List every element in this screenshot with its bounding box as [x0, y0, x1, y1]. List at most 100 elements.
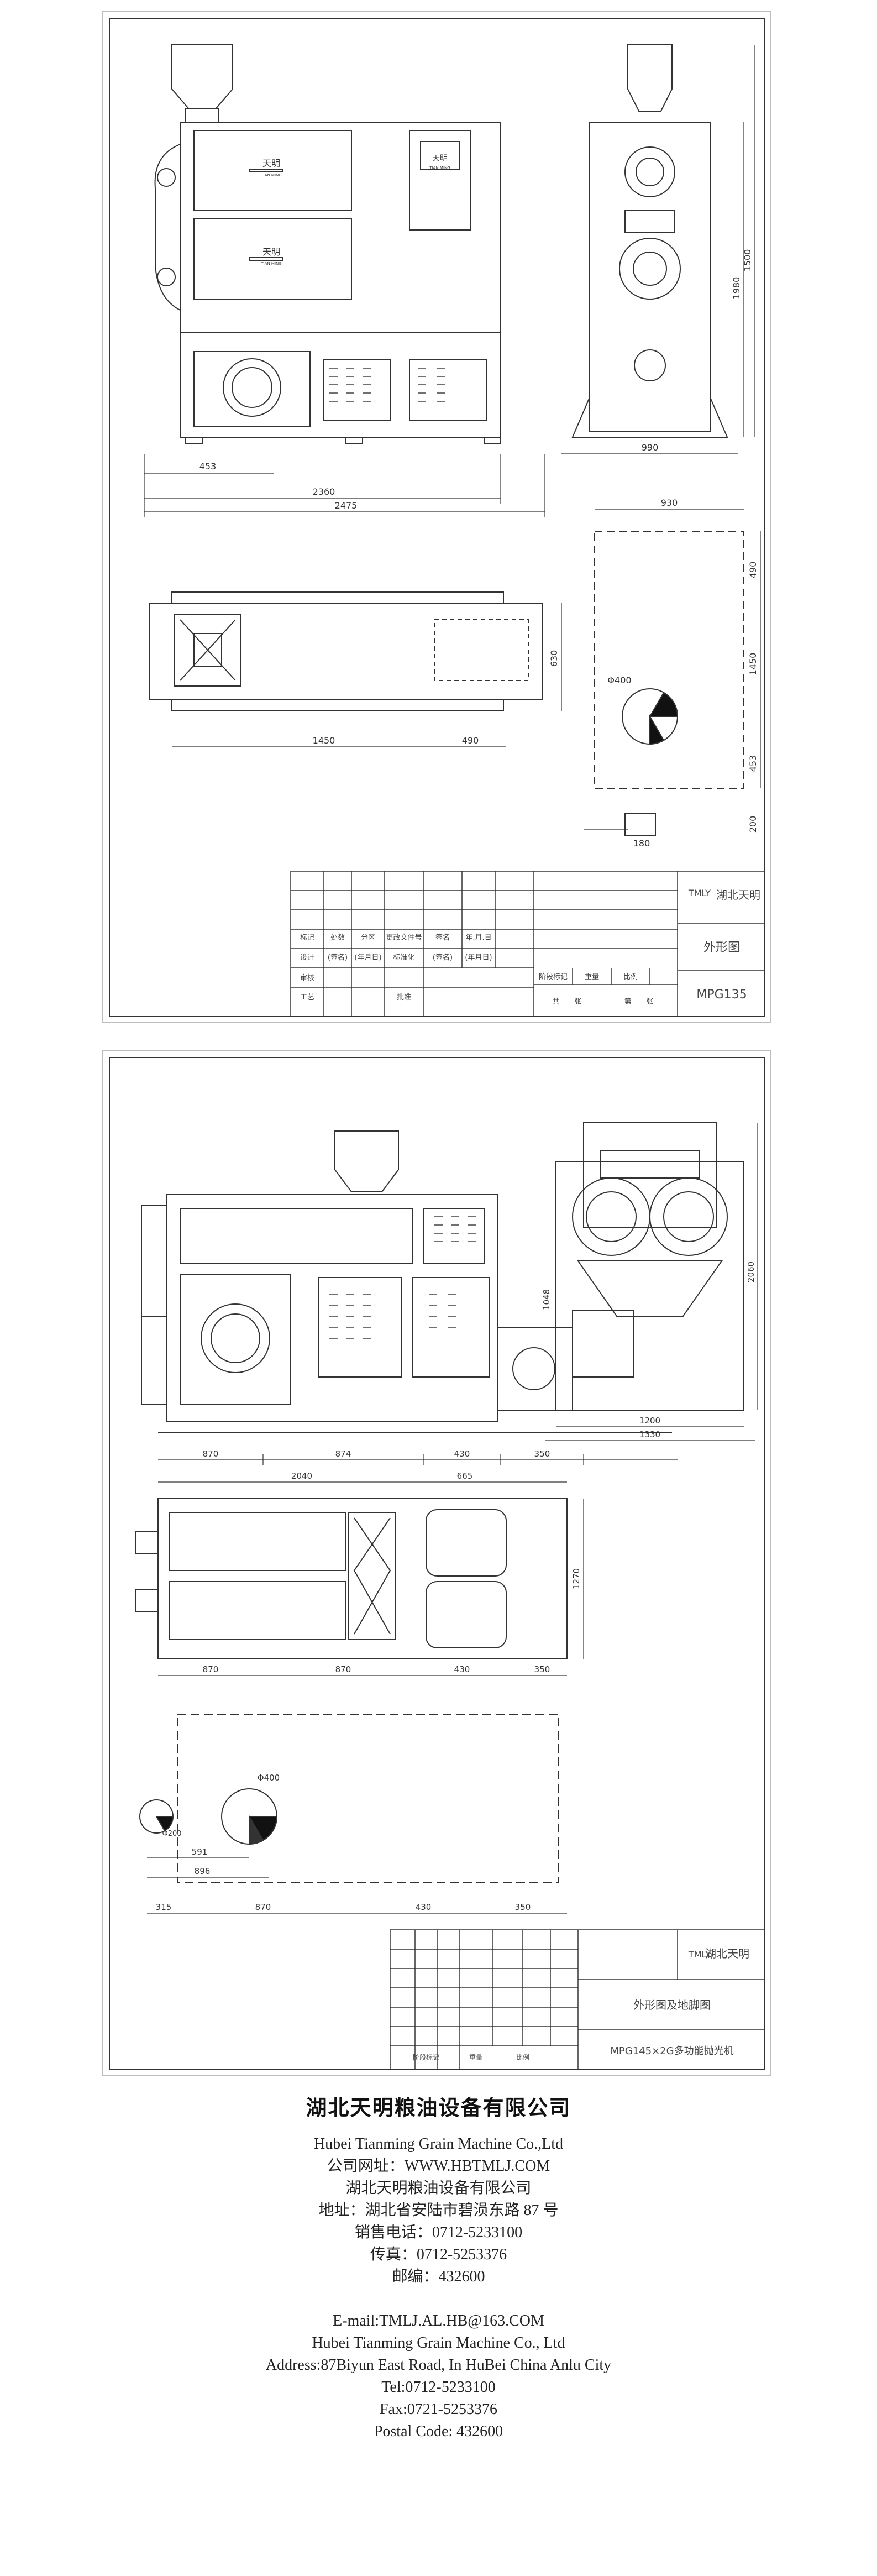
side-view-polisher — [545, 1122, 758, 1441]
control-plate-brand-en: TIAN MING — [429, 166, 450, 170]
company-name: 湖北天明粮油设备有限公司 — [306, 2096, 571, 2120]
dim-990: 990 — [642, 442, 659, 453]
tb1-row2-label-1: (签名) — [328, 953, 348, 962]
tb1-row-label-4: 签名 — [435, 933, 450, 942]
s2-dim-870a: 870 — [203, 1449, 219, 1459]
tb1-stage-label-2: 比例 — [623, 973, 638, 981]
s2-dim-1330: 1330 — [639, 1430, 660, 1439]
tb1-stage-label-1: 重量 — [585, 972, 599, 981]
s2-dim-1270: 1270 — [571, 1568, 581, 1589]
dim-2475: 2475 — [335, 500, 358, 511]
tb2-stage-label-2: 比例 — [516, 2054, 529, 2061]
footer-postcode-cn: 邮编：432600 — [392, 2268, 485, 2285]
drawing-sheet-2-svg: 870 874 430 350 1200 1330 2060 1048 2040… — [109, 1057, 765, 2070]
dim-2360: 2360 — [313, 486, 335, 497]
s2-dim-870b: 870 — [203, 1664, 219, 1674]
tb1-row-label-0: 标记 — [300, 934, 314, 942]
s2-dim-2060: 2060 — [746, 1261, 756, 1282]
footer-address-en: Address:87Biyun East Road, In HuBei Chin… — [265, 2357, 612, 2374]
s2-dim-665: 665 — [457, 1471, 473, 1481]
footer-line-2: 湖北天明粮油设备有限公司 — [345, 2180, 532, 2197]
dim-630: 630 — [549, 650, 559, 667]
s2-dim-1200: 1200 — [639, 1416, 660, 1426]
s2-dim-870d: 870 — [255, 1902, 271, 1912]
footer-fax-cn: 传真：0712-5253376 — [370, 2246, 507, 2263]
tb1-row3-label-1: 工艺 — [300, 993, 314, 1002]
sheet-2-frame — [109, 1057, 765, 2070]
control-plate-brand: 天明 — [432, 154, 448, 163]
tb1-row3-label-2: 批准 — [397, 993, 411, 1002]
tb1-stage-label-0: 阶段标记 — [539, 973, 568, 981]
dim-200: 200 — [748, 816, 758, 833]
tb1-sheet-label-3: 张 — [646, 998, 653, 1006]
tb1-sheet-label-1: 张 — [574, 998, 581, 1006]
tb2-drawing-title: 外形图及地脚图 — [633, 1998, 711, 2012]
tb1-sheet-label-2: 第 — [624, 998, 631, 1006]
dim-453-vertical: 453 — [748, 755, 758, 772]
footer-address-cn: 地址：湖北省安陆市碧涢东路 87 号 — [318, 2202, 559, 2219]
s2-dim-896: 896 — [195, 1866, 211, 1876]
s2-dim-350a: 350 — [534, 1449, 550, 1459]
tb1-row3-label-0: 审核 — [300, 974, 314, 982]
foundation-plan — [584, 509, 761, 836]
lower-panel-left — [193, 218, 352, 300]
tb1-row-label-1: 处数 — [330, 934, 345, 942]
s2-dim-591: 591 — [192, 1847, 208, 1857]
title-block-1 — [290, 871, 765, 1017]
front-view-machine — [144, 44, 545, 517]
tb1-row-label-5: 年.月.日 — [465, 934, 491, 942]
tb1-drawing-title: 外形图 — [703, 941, 740, 955]
top-view-machine — [149, 591, 562, 747]
control-box — [409, 130, 471, 231]
s2-dim-430c: 430 — [416, 1902, 432, 1912]
s2-dim-430b: 430 — [454, 1664, 470, 1674]
dim-1980: 1980 — [731, 277, 742, 300]
upper-plate-brand: 天明 — [262, 158, 280, 169]
top-view-polisher — [135, 1481, 584, 1676]
tb2-stage-label-1: 重量 — [469, 2054, 482, 2061]
footer-line-0: Hubei Tianming Grain Machine Co.,Ltd — [313, 2135, 564, 2153]
tb1-row2-label-2: (年月日) — [354, 954, 381, 962]
dim-1500: 1500 — [742, 249, 753, 272]
s2-dim-200: Φ200 — [162, 1830, 181, 1838]
tb2-model: MPG145×2G多功能抛光机 — [610, 2045, 733, 2057]
foundation-plan-2 — [139, 1714, 567, 1914]
drawing-sheet-2: 870 874 430 350 1200 1330 2060 1048 2040… — [102, 1050, 771, 2076]
company-footer: 湖北天明粮油设备有限公司 Hubei Tianming Grain Machin… — [0, 2084, 877, 2443]
motor — [497, 1327, 573, 1411]
s2-dim-1048: 1048 — [542, 1289, 552, 1310]
footer-website[interactable]: 公司网址：WWW.HBTMLJ.COM — [327, 2158, 550, 2175]
tb1-row-label-2: 分区 — [361, 934, 375, 942]
upper-window — [180, 1208, 413, 1264]
s2-dim-350c: 350 — [515, 1902, 531, 1912]
lower-plate-brand-en: TIAN MING — [260, 261, 281, 266]
upper-plate-brand-en: TIAN MING — [260, 173, 281, 177]
dim-453: 453 — [199, 461, 217, 472]
dim-490-vertical: 490 — [748, 562, 758, 579]
tb2-company: 湖北天明 — [705, 1947, 749, 1960]
footer-email[interactable]: E-mail:TMLJ.AL.HB@163.COM — [333, 2312, 544, 2329]
tb1-model: MPG135 — [696, 988, 747, 1002]
tb1-row2-label-4: (签名) — [433, 953, 453, 962]
drawing-sheet-1: 天明 天明 天明 TIAN MING TIAN MING TIAN MING 4… — [102, 11, 771, 1023]
s2-dim-430a: 430 — [454, 1449, 470, 1459]
dim-400: Φ400 — [607, 675, 631, 685]
s2-dim-315: 315 — [156, 1902, 172, 1912]
s2-dim-2040: 2040 — [291, 1471, 312, 1481]
tb1-logo: TMLY — [688, 888, 711, 898]
tb1-row-label-3: 更改文件号 — [386, 934, 422, 942]
side-view-machine — [561, 44, 755, 454]
lower-plate-brand: 天明 — [262, 247, 280, 257]
dim-1450: 1450 — [313, 735, 335, 746]
s2-dim-870c: 870 — [335, 1664, 351, 1674]
dim-1450-vertical: 1450 — [748, 653, 758, 676]
tb1-sheet-label-0: 共 — [552, 998, 559, 1006]
footer-postcode: Postal Code: 432600 — [374, 2423, 503, 2440]
s2-dim-350b: 350 — [534, 1664, 550, 1674]
tb1-company: 湖北天明 — [716, 888, 760, 902]
tb1-row2-label-3: 标准化 — [393, 954, 414, 962]
footer-company-en: Hubei Tianming Grain Machine Co., Ltd — [312, 2334, 565, 2352]
dim-490: 490 — [462, 735, 479, 746]
s2-dim-874: 874 — [335, 1449, 351, 1459]
footer-tel: Tel:0712-5233100 — [381, 2379, 496, 2396]
